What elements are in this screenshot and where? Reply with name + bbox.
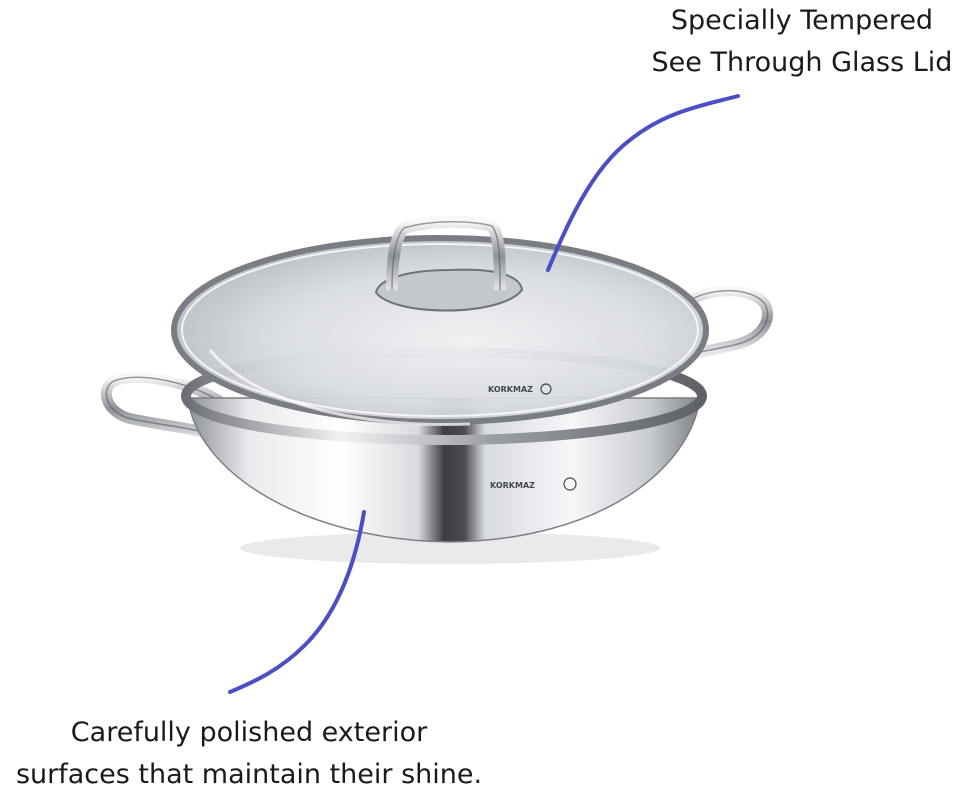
lid-knob-base — [374, 268, 524, 312]
exterior-pointer-line — [228, 510, 366, 694]
exterior-callout: Carefully polished exterior surfaces tha… — [4, 712, 494, 796]
exterior-callout-line-1: Carefully polished exterior — [70, 717, 428, 748]
svg-text:KORKMAZ: KORKMAZ — [490, 481, 535, 490]
lid-brand-logo: KORKMAZ — [488, 383, 552, 395]
lid-callout: Specially Tempered See Through Glass Lid — [637, 0, 967, 84]
pan-shadow — [240, 532, 660, 564]
lid-pointer-line — [546, 94, 740, 272]
body-brand-logo: KORKMAZ — [490, 477, 577, 491]
lid-callout-line-1: Specially Tempered — [670, 5, 934, 36]
lid-callout-line-2: See Through Glass Lid — [651, 47, 953, 78]
glass-lid — [174, 238, 706, 422]
svg-text:KORKMAZ: KORKMAZ — [488, 385, 533, 394]
exterior-callout-line-2: surfaces that maintain their shine. — [15, 759, 483, 790]
